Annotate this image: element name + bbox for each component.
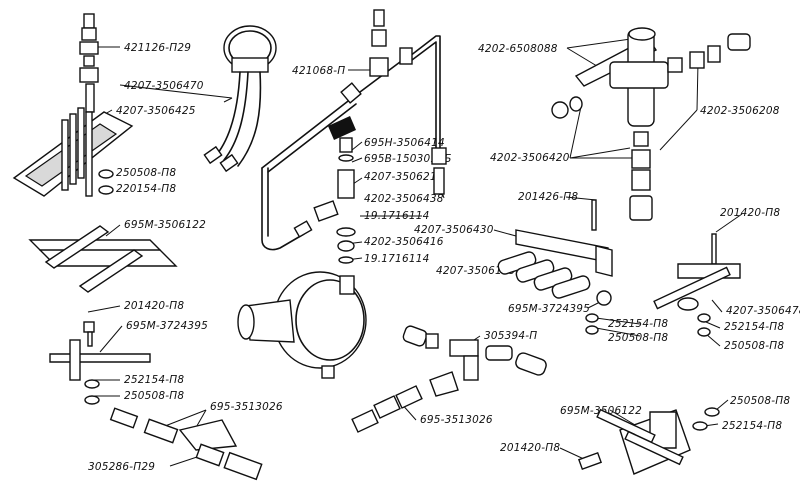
part-label: 19.1716114 [364, 210, 429, 222]
part-label: 250508-П8 [116, 167, 176, 179]
part-label: 4207-3506478 [726, 305, 800, 317]
part-label: 252154-П8 [724, 321, 784, 333]
part-label: 421126-П29 [124, 42, 191, 54]
fitting-stack-left [79, 13, 99, 113]
pressure-gauge [203, 25, 277, 173]
part-label: 4207-3506425 [116, 105, 196, 117]
part-label: 220154-П8 [116, 183, 176, 195]
part-label: 4207-3506216 [364, 171, 444, 183]
heat-shield-plate [12, 107, 134, 197]
part-label: 695М-3724395 [126, 320, 208, 332]
bracket-left [28, 225, 178, 293]
part-label: 4202-3506438 [364, 193, 444, 205]
part-label: 19.1716114 [364, 253, 429, 265]
part-label: 695Н-3506414 [364, 137, 445, 149]
part-label: 252154-П8 [608, 318, 668, 330]
part-label: 252154-П8 [124, 374, 184, 386]
right-bracket [653, 233, 741, 337]
part-label: 201426-П8 [518, 191, 578, 203]
part-label: 4202-3506416 [364, 236, 444, 248]
part-label: 250508-П8 [730, 395, 790, 407]
part-label: 4202-3506208 [700, 105, 780, 117]
part-labels: 421126-П29 4207-3506470 4207-3506425 250… [88, 42, 800, 473]
part-label: 695-3513026 [210, 401, 283, 413]
pipe-assembly-center [261, 9, 447, 251]
part-label: 4207-3506109 [436, 265, 516, 277]
part-label: 695В-1503018Б [364, 153, 452, 165]
part-label: 201420-П8 [124, 300, 184, 312]
tee-fitting-cluster [351, 325, 547, 433]
bracket-bottom-right [577, 407, 720, 475]
part-label: 695М-3506122 [124, 219, 206, 231]
brake-valve [551, 27, 751, 221]
part-label: 201420-П8 [720, 207, 780, 219]
part-label: 250508-П8 [608, 332, 668, 344]
part-label: 4202-3506420 [490, 152, 570, 164]
fittings-lower-left [49, 321, 263, 481]
connector-bar-bracket [497, 199, 613, 335]
washer-nut-left [98, 169, 114, 195]
part-label: 305394-П [484, 330, 537, 342]
lamp-housing [237, 271, 367, 379]
part-label: 695-3513026 [420, 414, 493, 426]
part-label: 695М-3724395 [508, 303, 590, 315]
part-label: 252154-П8 [722, 420, 782, 432]
part-label: 421068-П [292, 65, 345, 77]
valve-column [328, 116, 356, 264]
leader-lines [87, 37, 743, 467]
part-label: 4207-3506430 [414, 224, 494, 236]
part-label: 4202-6508088 [478, 43, 558, 55]
part-label: 4207-3506470 [124, 80, 204, 92]
part-label: 250508-П8 [724, 340, 784, 352]
part-label: 250508-П8 [124, 390, 184, 402]
part-label: 201420-П8 [500, 442, 560, 454]
part-label: 305286-П29 [88, 461, 155, 473]
